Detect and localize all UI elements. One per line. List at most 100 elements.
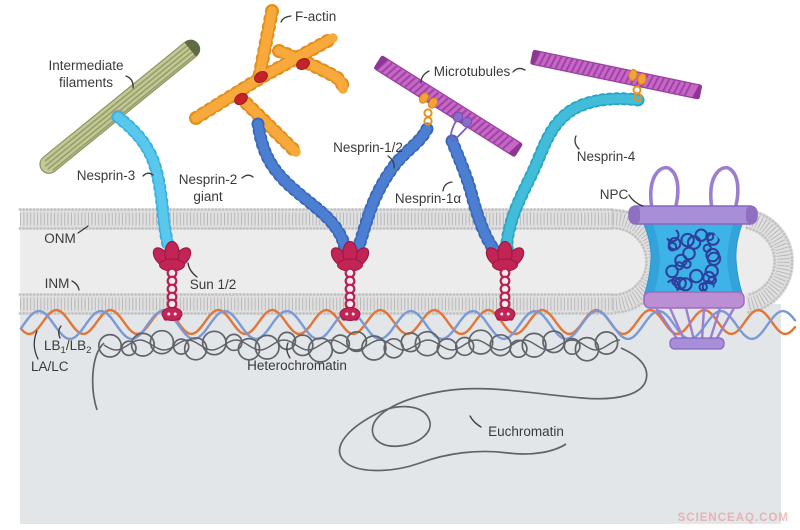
label-nesprin-2-line1: Nesprin-2 bbox=[179, 172, 238, 187]
mt-stripe bbox=[496, 135, 510, 147]
mt-stripe bbox=[602, 66, 612, 81]
pointer-nesprin-1a bbox=[442, 181, 453, 192]
pointer-sun-1-2 bbox=[187, 262, 198, 278]
mt-stripe bbox=[403, 77, 416, 89]
chromatin-loop bbox=[361, 335, 387, 361]
actin-filaments-core bbox=[191, 6, 348, 157]
heterochromatin-left-strand bbox=[91, 342, 105, 411]
chromatin-loop bbox=[330, 334, 351, 354]
label-nesprin-1a: Nesprin-1α bbox=[395, 191, 462, 206]
chromatin-loop bbox=[574, 336, 600, 362]
npc-cargo-coil bbox=[682, 259, 692, 270]
mt-stripe bbox=[575, 60, 585, 75]
pointer-npc bbox=[628, 194, 644, 207]
mt-end-cap bbox=[374, 55, 388, 70]
npc-cargo-coil bbox=[706, 232, 720, 246]
inm-membrane bbox=[18, 293, 618, 315]
pore-membrane-right-curve bbox=[744, 208, 794, 315]
mt-stripe bbox=[408, 80, 421, 92]
chromatin-loop bbox=[521, 332, 547, 358]
mt-stripe bbox=[677, 81, 687, 96]
label-sun-1-2: Sun 1/2 bbox=[190, 277, 237, 292]
watermark: SCIENCEAQ.COM bbox=[678, 512, 789, 524]
npc-cargo-coil bbox=[680, 232, 695, 248]
nesprin-3-chain bbox=[111, 110, 176, 255]
mt-stripe bbox=[537, 52, 547, 67]
actin-junction bbox=[254, 70, 268, 84]
pointer-inm bbox=[71, 280, 80, 291]
mt-stripe bbox=[618, 69, 628, 84]
actin-junction bbox=[234, 92, 248, 106]
mt-stripe bbox=[667, 79, 676, 94]
pointer-nesprin-4 bbox=[574, 135, 580, 150]
label-intermediate-filaments-line1: Intermediate bbox=[48, 58, 123, 73]
nesprin-1-2-chain bbox=[351, 122, 434, 256]
kinesin-motor-2 bbox=[628, 69, 647, 102]
mt-stripe bbox=[399, 74, 412, 86]
mt-stripe bbox=[570, 59, 579, 74]
mt-end-cap bbox=[508, 142, 523, 157]
pointer-nesprin-2 bbox=[241, 174, 254, 179]
pointer-intermediate-filaments bbox=[125, 75, 134, 89]
mt-end-cap bbox=[530, 50, 541, 65]
chromatin-loop bbox=[291, 334, 314, 357]
pointer-nesprin-1-2 bbox=[387, 155, 395, 169]
pointer-microtubules-left bbox=[420, 70, 430, 84]
mt-stripe bbox=[586, 62, 595, 77]
pointer-euchromatin bbox=[469, 415, 482, 428]
label-npc: NPC bbox=[600, 187, 629, 202]
euchromatin-strand bbox=[338, 347, 648, 472]
label-onm: ONM bbox=[44, 231, 76, 246]
mt-stripe bbox=[672, 80, 682, 95]
mt-stripe bbox=[580, 61, 590, 76]
heterochromatin-loops bbox=[97, 329, 619, 363]
pointer-lamin-ac bbox=[33, 330, 39, 360]
npc-nucleoplasmic-ring bbox=[643, 291, 745, 309]
pointer-f-actin bbox=[280, 15, 292, 23]
mt-stripe bbox=[501, 138, 514, 150]
mt-stripe bbox=[389, 68, 403, 80]
mt-stripe bbox=[394, 71, 407, 83]
label-inm: INM bbox=[45, 276, 70, 291]
mt-stripe bbox=[607, 67, 617, 82]
label-f-actin: F-actin bbox=[295, 9, 336, 24]
npc-channel-shade-right bbox=[727, 224, 743, 296]
mt-stripe bbox=[645, 75, 655, 90]
dynein-motor bbox=[450, 111, 473, 143]
chromatin-loop bbox=[563, 337, 581, 356]
label-nesprin-2-line2: giant bbox=[193, 189, 223, 204]
chromatin-loop bbox=[172, 338, 190, 355]
nesprin-4-chain bbox=[500, 92, 645, 259]
chromatin-loop bbox=[345, 330, 368, 353]
mt-stripe bbox=[661, 78, 671, 93]
chromatin-loop bbox=[468, 329, 494, 355]
npc bbox=[628, 165, 758, 350]
intermediate-filament-rod bbox=[39, 39, 201, 174]
mt-stripe bbox=[656, 77, 665, 92]
f-actin-network bbox=[189, 4, 350, 159]
mt-stripe bbox=[564, 58, 574, 73]
chromatin-loop bbox=[436, 338, 458, 360]
npc-ring-cap-right bbox=[746, 206, 757, 224]
npc-cargo-coil bbox=[705, 247, 720, 263]
npc-channel-shade-left bbox=[644, 224, 660, 296]
chromatin-loop bbox=[97, 333, 123, 358]
nesprin-1a-chain bbox=[445, 134, 504, 260]
mt-stripe bbox=[543, 53, 552, 68]
mt-stripe bbox=[450, 106, 463, 118]
mt-stripe bbox=[683, 83, 692, 97]
label-intermediate-filaments-line2: filaments bbox=[59, 75, 113, 90]
chromatin-loop bbox=[149, 329, 175, 355]
mt-stripe bbox=[532, 51, 542, 66]
mt-stripe bbox=[650, 76, 660, 91]
mt-stripe bbox=[473, 121, 486, 133]
actin-junction bbox=[296, 58, 310, 70]
npc-cytoplasmic-filament-loop-left bbox=[649, 165, 680, 211]
mt-stripe bbox=[492, 132, 505, 144]
chromatin-loop bbox=[237, 337, 261, 361]
chromatin-loop bbox=[120, 340, 137, 357]
mt-stripe bbox=[554, 56, 563, 70]
mt-stripe bbox=[478, 123, 491, 136]
